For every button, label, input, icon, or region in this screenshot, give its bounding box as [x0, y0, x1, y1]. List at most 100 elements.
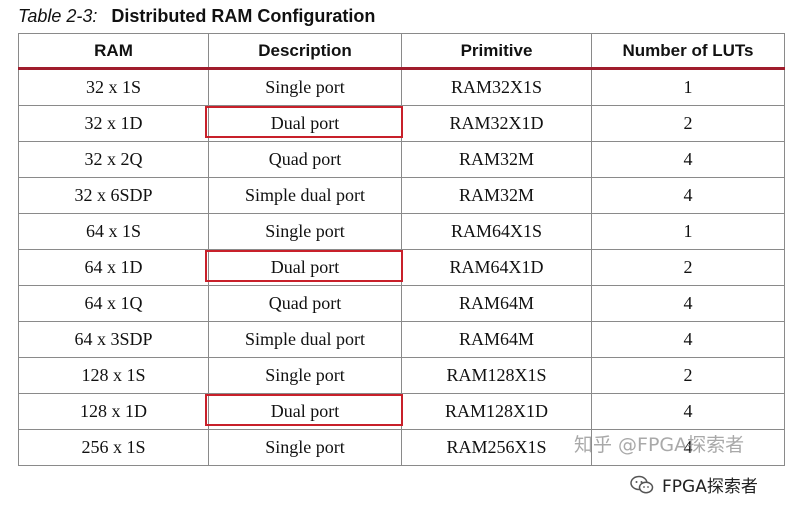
cell-description-text: Single port [265, 437, 345, 457]
cell-description-text: Simple dual port [245, 185, 365, 205]
cell-primitive-text: RAM64X1D [449, 257, 544, 277]
cell-ram: 128 x 1D [18, 393, 209, 430]
cell-number-of-luts: 2 [591, 105, 785, 142]
wechat-watermark: FPGA探索者 [630, 472, 758, 497]
header-number-of-luts: Number of LUTs [591, 33, 785, 70]
cell-ram: 32 x 1D [18, 105, 209, 142]
table-row: 32 x 2Q Quad port RAM32M 4 [18, 141, 785, 178]
cell-ram-text: 256 x 1S [81, 437, 146, 457]
cell-primitive: RAM32X1D [401, 105, 592, 142]
cell-primitive: RAM32M [401, 177, 592, 214]
table-row: 64 x 1D Dual port RAM64X1D 2 [18, 249, 785, 286]
distributed-ram-table: RAM Description Primitive Number of LUTs… [18, 33, 785, 466]
cell-primitive: RAM64X1D [401, 249, 592, 286]
cell-ram: 64 x 1S [18, 213, 209, 250]
table-row: 32 x 1D Dual port RAM32X1D 2 [18, 105, 785, 142]
cell-primitive: RAM64X1S [401, 213, 592, 250]
cell-description-text: Dual port [270, 401, 340, 421]
table-row: 64 x 3SDP Simple dual port RAM64M 4 [18, 321, 785, 358]
cell-description-text: Single port [265, 77, 345, 97]
cell-ram: 128 x 1S [18, 357, 209, 394]
cell-description: Single port [208, 68, 402, 106]
table-header-row: RAM Description Primitive Number of LUTs [18, 33, 785, 70]
cell-number-of-luts: 2 [591, 249, 785, 286]
cell-number-of-luts: 4 [591, 321, 785, 358]
table-row: 32 x 6SDP Simple dual port RAM32M 4 [18, 177, 785, 214]
table-number: Table 2-3: [18, 6, 98, 26]
wechat-icon [630, 475, 654, 493]
header-primitive: Primitive [401, 33, 592, 70]
cell-number-of-luts-text: 4 [683, 401, 693, 421]
cell-number-of-luts: 1 [591, 213, 785, 250]
cell-description: Dual port [205, 105, 403, 142]
cell-ram: 64 x 1D [18, 249, 209, 286]
cell-primitive: RAM32X1S [401, 68, 592, 106]
cell-number-of-luts-text: 2 [683, 113, 693, 133]
cell-ram: 32 x 6SDP [18, 177, 209, 214]
cell-number-of-luts-text: 1 [683, 77, 693, 97]
table-row: 64 x 1Q Quad port RAM64M 4 [18, 285, 785, 322]
cell-primitive: RAM128X1S [401, 357, 592, 394]
cell-description-text: Dual port [270, 113, 340, 133]
cell-primitive-text: RAM32M [458, 149, 534, 169]
cell-primitive: RAM64M [401, 321, 592, 358]
cell-description: Single port [208, 357, 402, 394]
cell-description: Single port [208, 429, 402, 466]
cell-number-of-luts-text: 4 [683, 149, 693, 169]
cell-ram-text: 32 x 1D [84, 113, 143, 133]
cell-primitive-text: RAM64M [458, 293, 534, 313]
cell-number-of-luts-text: 4 [683, 293, 693, 313]
zhihu-watermark: 知乎 @FPGA探索者 [574, 434, 745, 456]
cell-ram-text: 32 x 2Q [84, 149, 143, 169]
cell-number-of-luts-text: 1 [683, 221, 693, 241]
cell-ram: 256 x 1S [18, 429, 209, 466]
table-caption: Table 2-3: Distributed RAM Configuration [18, 4, 375, 28]
cell-primitive-text: RAM32X1D [449, 113, 544, 133]
cell-description: Simple dual port [208, 177, 402, 214]
cell-description: Simple dual port [208, 321, 402, 358]
cell-ram-text: 64 x 1Q [84, 293, 143, 313]
cell-ram: 64 x 1Q [18, 285, 209, 322]
cell-ram: 64 x 3SDP [18, 321, 209, 358]
cell-description-text: Quad port [268, 149, 342, 169]
cell-number-of-luts: 4 [591, 177, 785, 214]
table-title: Distributed RAM Configuration [111, 6, 376, 26]
cell-primitive-text: RAM64M [458, 329, 534, 349]
cell-primitive: RAM32M [401, 141, 592, 178]
table-row: 128 x 1D Dual port RAM128X1D 4 [18, 393, 785, 430]
cell-ram-text: 32 x 1S [85, 77, 141, 97]
cell-description-text: Quad port [268, 293, 342, 313]
cell-primitive: RAM128X1D [401, 393, 592, 430]
wechat-watermark-label: FPGA探索者 [662, 477, 758, 497]
cell-description-text: Dual port [270, 257, 340, 277]
cell-ram-text: 32 x 6SDP [74, 185, 153, 205]
cell-primitive-text: RAM32M [458, 185, 534, 205]
cell-ram-text: 64 x 1S [85, 221, 141, 241]
cell-description-text: Single port [265, 365, 345, 385]
cell-number-of-luts-text: 4 [683, 185, 693, 205]
cell-description-text: Simple dual port [245, 329, 365, 349]
cell-primitive-text: RAM64X1S [450, 221, 543, 241]
cell-ram: 32 x 1S [18, 68, 209, 106]
cell-number-of-luts: 4 [591, 393, 785, 430]
cell-primitive: RAM256X1S [401, 429, 592, 466]
cell-primitive-text: RAM128X1D [444, 401, 548, 421]
header-ram: RAM [18, 33, 209, 70]
cell-number-of-luts-text: 4 [683, 437, 693, 457]
table-row: 64 x 1S Single port RAM64X1S 1 [18, 213, 785, 250]
table-row: 128 x 1S Single port RAM128X1S 2 [18, 357, 785, 394]
cell-description: Quad port [208, 141, 402, 178]
cell-primitive-text: RAM256X1S [446, 437, 547, 457]
cell-number-of-luts: 4 [591, 429, 785, 466]
cell-primitive: RAM64M [401, 285, 592, 322]
cell-primitive-text: RAM32X1S [450, 77, 543, 97]
cell-ram: 32 x 2Q [18, 141, 209, 178]
cell-number-of-luts-text: 2 [683, 257, 693, 277]
cell-number-of-luts-text: 2 [683, 365, 693, 385]
cell-primitive-text: RAM128X1S [446, 365, 547, 385]
cell-ram-text: 64 x 1D [84, 257, 143, 277]
cell-number-of-luts-text: 4 [683, 329, 693, 349]
cell-ram-text: 128 x 1D [80, 401, 147, 421]
cell-description: Single port [208, 213, 402, 250]
table-row: 256 x 1S Single port RAM256X1S 4 [18, 429, 785, 466]
